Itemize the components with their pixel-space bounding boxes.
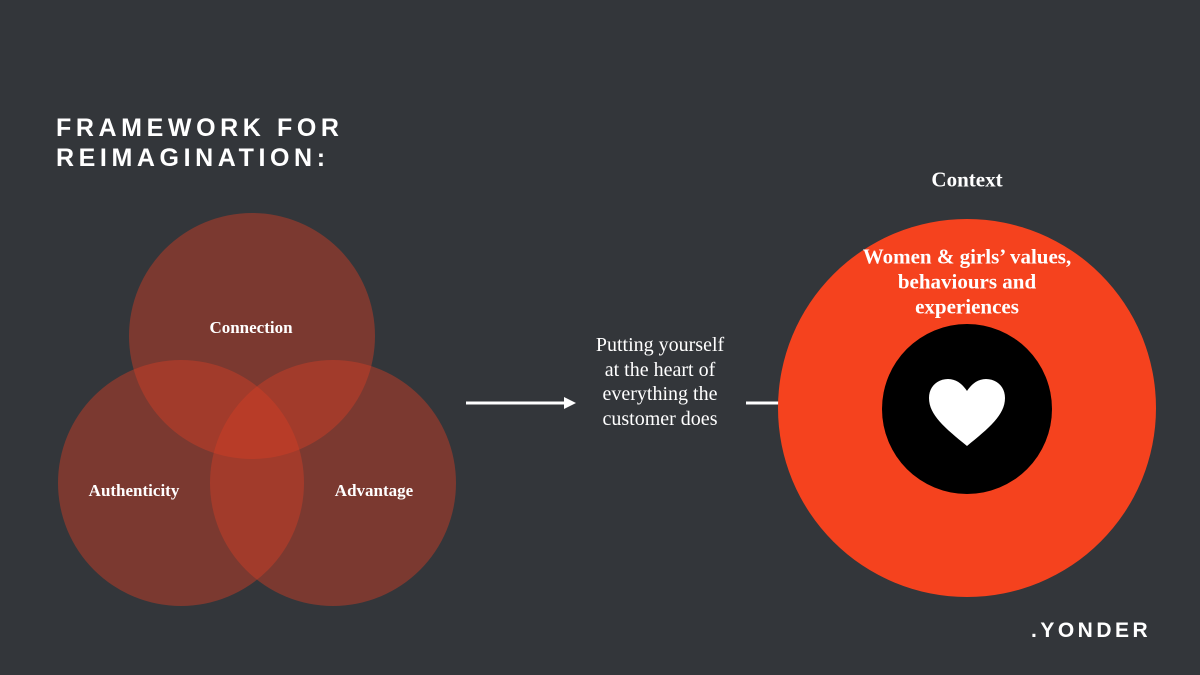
venn-circle-advantage <box>210 360 456 606</box>
title-line-2: REIMAGINATION: <box>56 144 330 172</box>
venn-label-connection: Connection <box>209 318 293 337</box>
context-inner-text: Women & girls’ values, behaviours and ex… <box>862 244 1072 319</box>
venn-label-authenticity: Authenticity <box>88 481 180 500</box>
title-line-1: FRAMEWORK FOR <box>56 114 344 142</box>
context-label: Context <box>931 167 1003 192</box>
arrow-1 <box>466 397 576 409</box>
venn-circle-connection <box>129 213 375 459</box>
slide-title: FRAMEWORK FOR REIMAGINATION: <box>56 113 344 173</box>
venn-label-advantage: Advantage <box>334 481 414 500</box>
middle-text: Putting yourself at the heart of everyth… <box>595 334 725 430</box>
venn-circle-authenticity <box>58 360 304 606</box>
yonder-logo: .YONDER <box>1031 619 1152 642</box>
heart-icon <box>929 379 1005 446</box>
